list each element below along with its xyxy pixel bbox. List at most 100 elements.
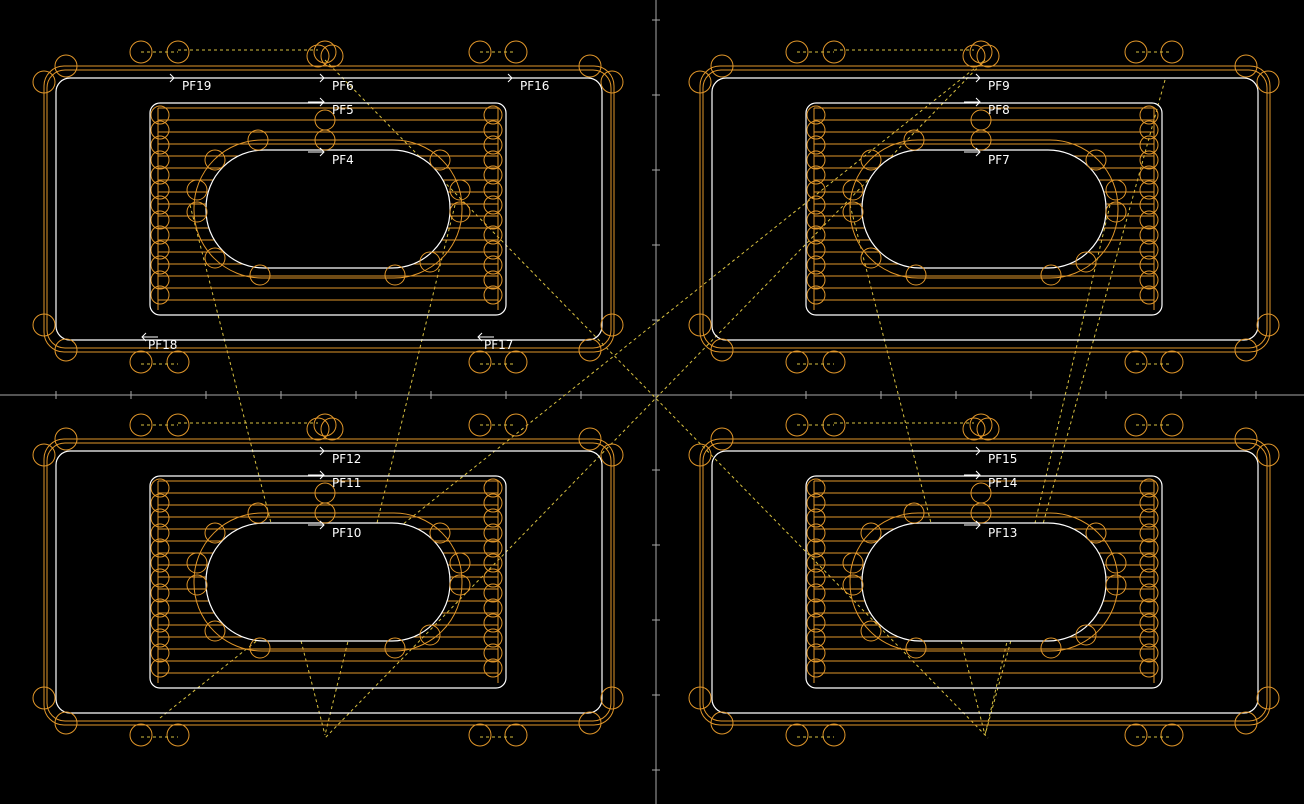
tool-circle [860,620,882,642]
island-toolpath [193,512,463,652]
tool-circle [483,195,503,215]
profile-label: PF14 [988,476,1017,490]
tool-circle [483,523,503,543]
tool-circle [247,129,269,151]
tool-circle [806,493,826,513]
tool-circle [1139,538,1159,558]
pocket-profile [149,102,507,316]
tool-circle [320,417,344,441]
tool-circle [150,508,170,528]
tool-circle [822,350,846,374]
outer-profile [711,450,1259,714]
tool-circle [1105,201,1127,223]
tool-circle [1139,165,1159,185]
tool-circle [504,350,528,374]
tool-circle [1256,70,1280,94]
tool-circle [578,711,602,735]
island-profile [205,149,451,269]
profile-label: PF9 [988,79,1010,93]
tool-circle [1139,105,1159,125]
tool-circle [150,613,170,633]
tool-circle [483,225,503,245]
tool-circle [449,201,471,223]
tool-circle [1139,628,1159,648]
direction-arrow [308,446,325,456]
tool-circle [150,240,170,260]
tool-circle [1139,225,1159,245]
tool-circle [806,478,826,498]
tool-circle [806,120,826,140]
tool-circle [468,350,492,374]
tool-circle [483,150,503,170]
direction-arrow [158,73,175,83]
tool-circle [785,350,809,374]
tool-circle [600,313,624,337]
tool-circle [842,552,864,574]
tool-circle [247,502,269,524]
tool-circle [313,40,337,64]
tool-circle [150,195,170,215]
tool-circle [483,613,503,633]
tool-circle [150,478,170,498]
tool-circle [710,54,734,78]
tool-circle [483,538,503,558]
tool-circle [483,180,503,200]
tool-circle [1139,598,1159,618]
profile-label: PF4 [332,153,354,167]
tool-circle [806,240,826,260]
tool-circle [976,44,1000,68]
pocket-profile [805,475,1163,689]
tool-circle [150,135,170,155]
tool-circle [504,723,528,747]
tool-circle [419,251,441,273]
tool-circle [806,105,826,125]
tool-circle [32,70,56,94]
tool-circle [483,598,503,618]
tool-circle [806,628,826,648]
tool-circle [166,723,190,747]
tool-circle [1139,150,1159,170]
tool-circle [806,568,826,588]
tool-circle [969,40,993,64]
rapid-move-line [849,204,986,736]
tool-circle [32,686,56,710]
profile-label: PF12 [332,452,361,466]
island-toolpath [193,139,463,279]
tool-circle [806,270,826,290]
tool-circle [976,417,1000,441]
tool-circle [150,180,170,200]
tool-circle [1160,413,1184,437]
direction-arrow [964,520,981,530]
tool-circle [129,40,153,64]
tool-circle [1139,120,1159,140]
profile-label: PF10 [332,526,361,540]
tool-circle [54,711,78,735]
direction-arrow [964,97,981,107]
tool-circle [483,240,503,260]
tool-circle [449,552,471,574]
outer-toolpath [46,442,612,722]
profile-label: PF11 [332,476,361,490]
tool-circle [32,313,56,337]
tool-circle [785,40,809,64]
tool-circle [1160,723,1184,747]
tool-circle [1085,522,1107,544]
tool-circle [483,105,503,125]
tool-circle [970,482,992,504]
profile-label: PF18 [148,338,177,352]
tool-circle [150,628,170,648]
tool-circle [600,686,624,710]
tool-circle [962,417,986,441]
tool-circle [483,270,503,290]
tool-circle [186,201,208,223]
tool-circle [1105,179,1127,201]
tool-circle [1256,686,1280,710]
tool-circle [578,427,602,451]
direction-arrow [308,470,325,480]
tool-circle [1139,285,1159,305]
tool-circle [249,264,271,286]
